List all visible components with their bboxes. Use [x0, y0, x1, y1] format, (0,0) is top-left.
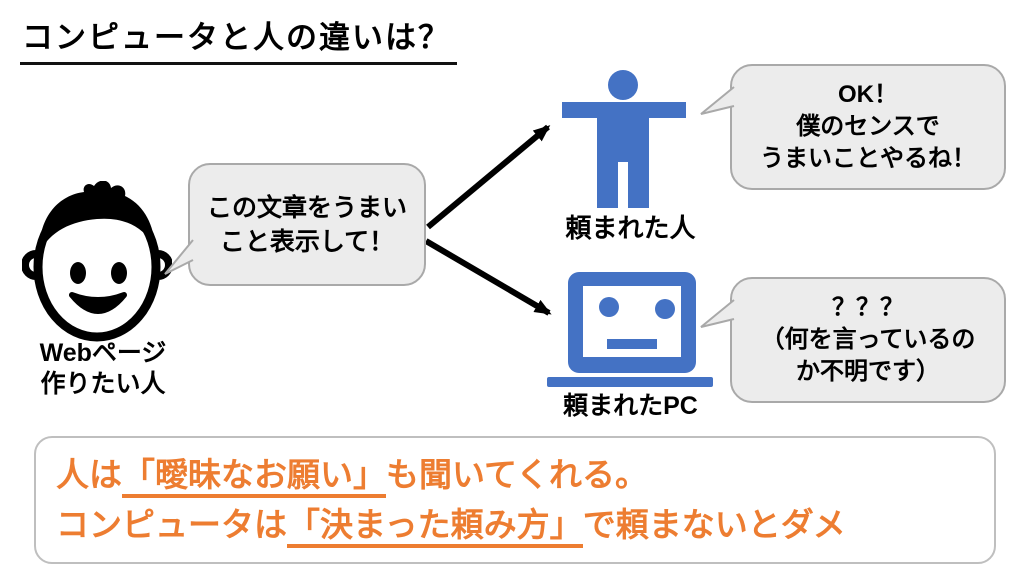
speech-bubble-request: この文章をうまい こと表示して！	[188, 163, 426, 286]
human-reply-line2: 僕のセンスで	[796, 113, 940, 140]
summary-line1-post: も聞いてくれる。	[386, 456, 649, 493]
speech-bubble-human-reply: OK！ 僕のセンスで うまいことやるね！	[730, 64, 1006, 190]
human-reply-line1: OK！	[838, 81, 898, 108]
summary-line2-post: で頼まないとダメ	[582, 506, 846, 543]
summary-line1-pre: 人は	[56, 456, 122, 493]
summary-line1-underlined: 「曖昧なお願い」	[122, 456, 386, 498]
requester-face-icon	[22, 181, 172, 342]
speech-bubble-pc-reply: ？？？ （何を言っているの か不明です）	[730, 277, 1006, 403]
summary-box: 人は「曖昧なお願い」も聞いてくれる。 コンピュータは「決まった頼み方」で頼まない…	[34, 436, 996, 564]
summary-line2: コンピュータは「決まった頼み方」で頼まないとダメ	[56, 503, 994, 548]
pc-reply-line2: （何を言っているの	[760, 326, 976, 353]
requester-label-line2: 作りたい人	[40, 370, 166, 398]
pc-reply-line1: ？？？	[832, 294, 904, 321]
summary-line2-underlined: 「決まった頼み方」	[287, 506, 583, 548]
arrow-to-person	[426, 124, 551, 230]
requester-label-line1: Webページ	[39, 339, 167, 367]
page-title: コンピュータと人の違いは？	[20, 12, 457, 65]
pc-label: 頼まれたPC	[563, 392, 698, 420]
arrow-to-pc	[424, 238, 552, 316]
request-line2: こと表示して！	[219, 227, 395, 256]
human-reply-line3: うまいことやるね！	[760, 145, 976, 172]
pc-reply-line3: か不明です）	[796, 358, 940, 385]
request-line1: この文章をうまい	[206, 193, 407, 222]
laptop-icon	[547, 272, 713, 387]
person-label: 頼まれた人	[565, 213, 696, 243]
summary-line2-pre: コンピュータは	[56, 506, 287, 543]
requester-label: Webページ 作りたい人	[8, 338, 198, 400]
summary-line1: 人は「曖昧なお願い」も聞いてくれる。	[56, 453, 994, 498]
person-icon	[562, 70, 686, 208]
